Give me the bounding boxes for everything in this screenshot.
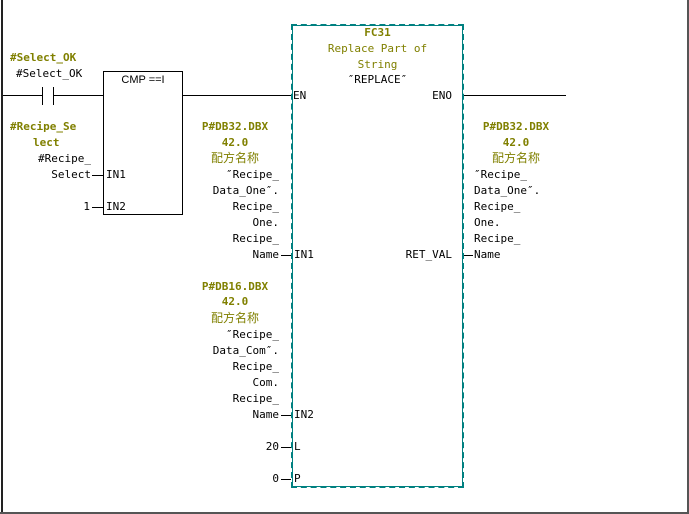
in2-line: Recipe_	[232, 360, 279, 373]
in2-line: Data_Com″.	[212, 344, 279, 357]
rung-wire	[3, 95, 42, 96]
frame-border-bottom	[0, 512, 689, 514]
cmp-in2-pin: IN2	[106, 200, 126, 213]
in2-line: Recipe_	[232, 392, 279, 405]
ret-offset: 42.0	[502, 136, 530, 149]
fc-l-pin: L	[294, 440, 301, 453]
pin-wire	[92, 207, 103, 208]
in2-pointer: P#DB16.DBX	[201, 280, 269, 293]
in1-line: One.	[252, 216, 280, 229]
fc-description: String	[357, 58, 398, 71]
rung-wire	[54, 95, 103, 96]
rung-wire	[182, 95, 291, 96]
in1-offset: 42.0	[221, 136, 249, 149]
p-value[interactable]: 0	[272, 472, 279, 485]
ret-pointer: P#DB32.DBX	[482, 120, 550, 133]
pin-wire	[281, 415, 291, 416]
fc-p-pin: P	[294, 472, 301, 485]
fc-in1-pin: IN1	[294, 248, 314, 261]
rung-wire	[464, 95, 566, 96]
ret-comment: 配方名称	[491, 151, 540, 165]
contact-symbol: #Select_OK	[10, 51, 77, 64]
cmp-in1-address: Select	[51, 168, 91, 181]
fc-en-pin: EN	[293, 89, 307, 102]
fc-number: FC31	[364, 26, 391, 39]
ret-line: Recipe_	[474, 200, 521, 213]
cmp-in1-symbol: #Recipe_Se	[10, 120, 77, 133]
in1-line: Recipe_	[232, 200, 279, 213]
normally-open-contact[interactable]	[41, 87, 55, 105]
pin-wire	[464, 255, 473, 256]
in1-comment: 配方名称	[210, 151, 259, 165]
fc-description: Replace Part of	[327, 42, 428, 55]
in1-pointer: P#DB32.DBX	[201, 120, 269, 133]
frame-border-right	[687, 0, 689, 514]
power-rail	[1, 0, 3, 514]
in1-line: ″Recipe_	[226, 168, 279, 181]
cmp-in1-pin: IN1	[106, 168, 126, 181]
in2-line: Com.	[252, 376, 280, 389]
ret-line: Recipe_	[474, 232, 521, 245]
in2-offset: 42.0	[221, 295, 249, 308]
cmp-in1-address: #Recipe_	[38, 152, 91, 165]
in2-line: Name	[252, 408, 280, 421]
in1-line: Recipe_	[232, 232, 279, 245]
cmp-in1-symbol: lect	[33, 136, 60, 149]
cmp-title: CMP ==I	[121, 74, 165, 86]
in1-line: Data_One″.	[212, 184, 279, 197]
cmp-in2-value[interactable]: 1	[83, 200, 90, 213]
ret-line: Data_One″.	[474, 184, 541, 197]
fc-name: ″REPLACE″	[347, 73, 408, 86]
ret-line: Name	[474, 248, 501, 261]
fc-ret-val-pin: RET_VAL	[405, 248, 452, 261]
pin-wire	[281, 447, 291, 448]
l-value[interactable]: 20	[265, 440, 279, 453]
ret-line: One.	[474, 216, 501, 229]
fc31-replace-block[interactable]	[291, 24, 464, 488]
ret-line: ″Recipe_	[474, 168, 527, 181]
contact-address: #Select_OK	[16, 67, 83, 80]
pin-wire	[281, 479, 291, 480]
fc-in2-pin: IN2	[294, 408, 314, 421]
in2-line: ″Recipe_	[226, 328, 279, 341]
pin-wire	[92, 175, 103, 176]
fc-eno-pin: ENO	[432, 89, 452, 102]
pin-wire	[281, 255, 291, 256]
cmp-eq-int-block[interactable]: CMP ==I	[103, 71, 183, 215]
in1-line: Name	[252, 248, 280, 261]
in2-comment: 配方名称	[210, 311, 259, 325]
